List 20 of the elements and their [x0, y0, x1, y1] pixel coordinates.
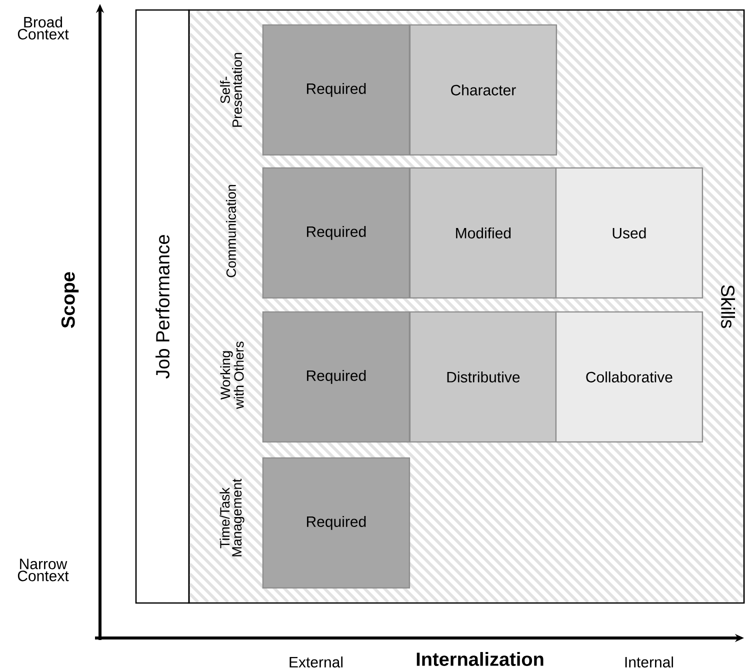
row-label: Time/Task Management — [220, 478, 244, 556]
axis-end-label: Broad Context — [18, 16, 69, 40]
cell-box: Character — [409, 24, 558, 156]
axis-title: Internalization — [416, 652, 544, 666]
cell-box: Modified — [409, 167, 558, 299]
row-label: Self-Presentation — [220, 52, 242, 127]
row-label: Working with Others — [220, 342, 244, 409]
axis-end-label: Narrow Context — [18, 558, 69, 582]
cell-box: Used — [555, 167, 704, 299]
axis-title: Scope — [61, 272, 79, 328]
cell-box: Required — [262, 311, 410, 443]
axis-end-label: External — [290, 656, 342, 668]
axis-end-label: Internal — [625, 656, 673, 668]
column-panel: Job Performance — [135, 9, 190, 604]
row-label: Communication — [226, 185, 236, 278]
cell-box: Required — [262, 24, 410, 156]
cell-box: Collaborative — [555, 311, 704, 443]
cell-box: Required — [262, 457, 410, 589]
cell-box: Distributive — [409, 311, 558, 443]
cell-box: Required — [262, 167, 410, 299]
